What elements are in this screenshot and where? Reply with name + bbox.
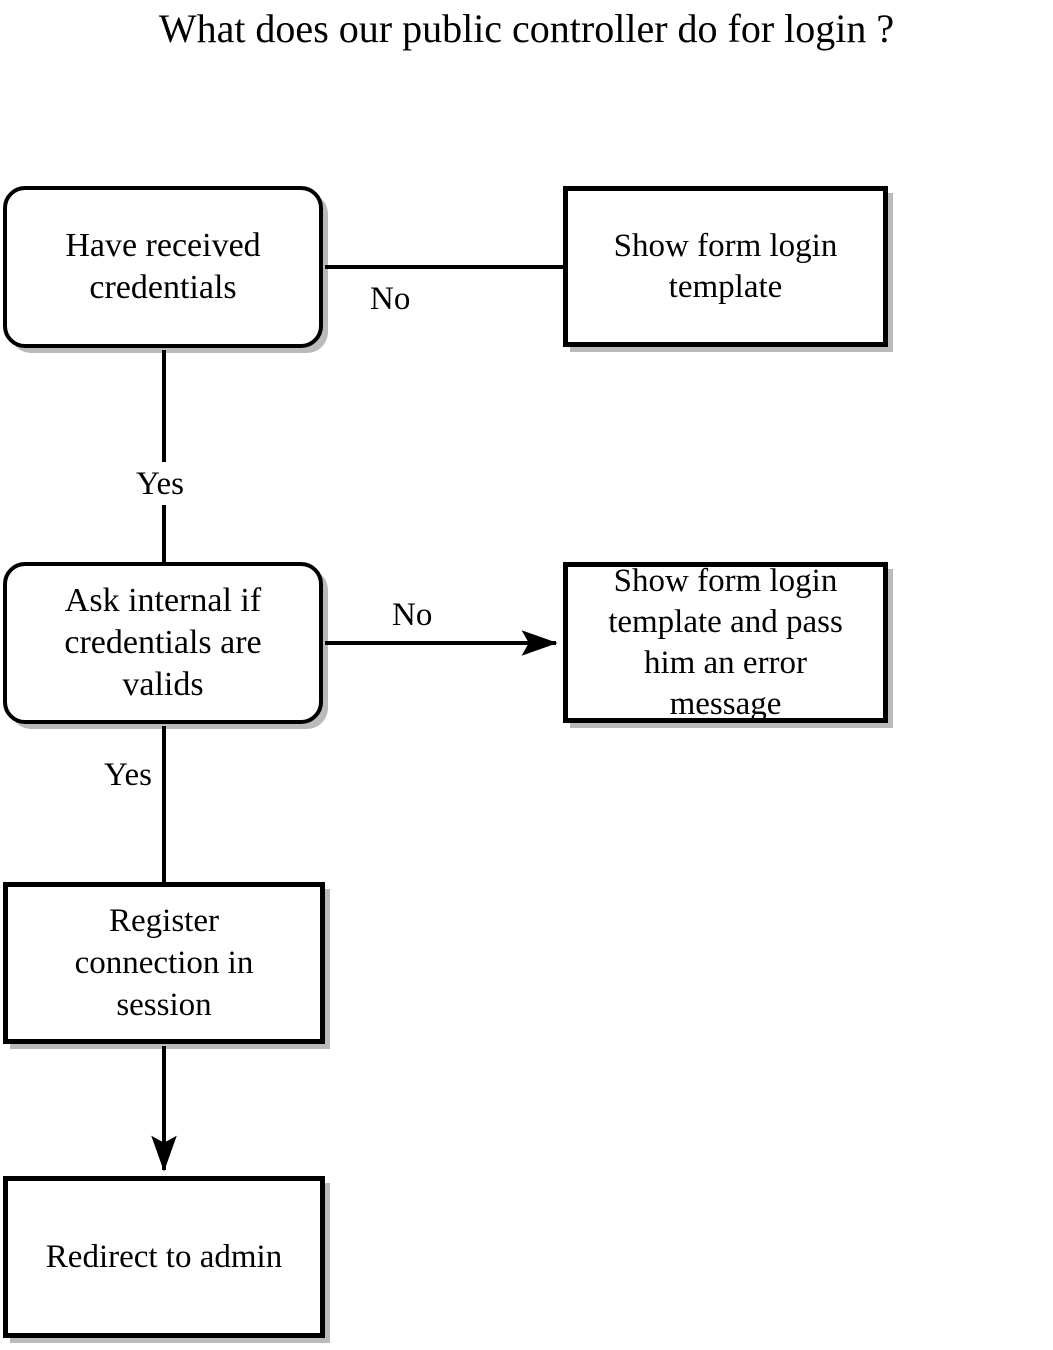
edge-label-yes-1: Yes [132, 466, 189, 502]
node-register-connection-in-session[interactable]: Register connection in session [3, 882, 325, 1044]
edge-label-yes-2: Yes [100, 757, 157, 793]
node-show-form-login-template[interactable]: Show form login template [563, 186, 888, 347]
node-ask-internal-if-credentials-are-valid[interactable]: Ask internal if credentials are valids [3, 562, 323, 724]
node-show-form-login-template-with-error[interactable]: Show form login template and pass him an… [563, 562, 888, 723]
edge-label-no-2: No [388, 597, 437, 633]
node-redirect-to-admin[interactable]: Redirect to admin [3, 1176, 325, 1338]
node-have-received-credentials[interactable]: Have received credentials [3, 186, 323, 348]
node-label: Ask internal if credentials are valids [64, 582, 262, 703]
page-title: What does our public controller do for l… [158, 6, 895, 51]
node-label: Register connection in session [74, 903, 254, 1023]
node-label: Have received credentials [65, 227, 261, 306]
node-label: Show form login template [613, 227, 838, 305]
node-label: Redirect to admin [45, 1239, 283, 1275]
edge-label-no-1: No [366, 281, 415, 317]
node-label: Show form login template and pass him an… [608, 562, 843, 722]
